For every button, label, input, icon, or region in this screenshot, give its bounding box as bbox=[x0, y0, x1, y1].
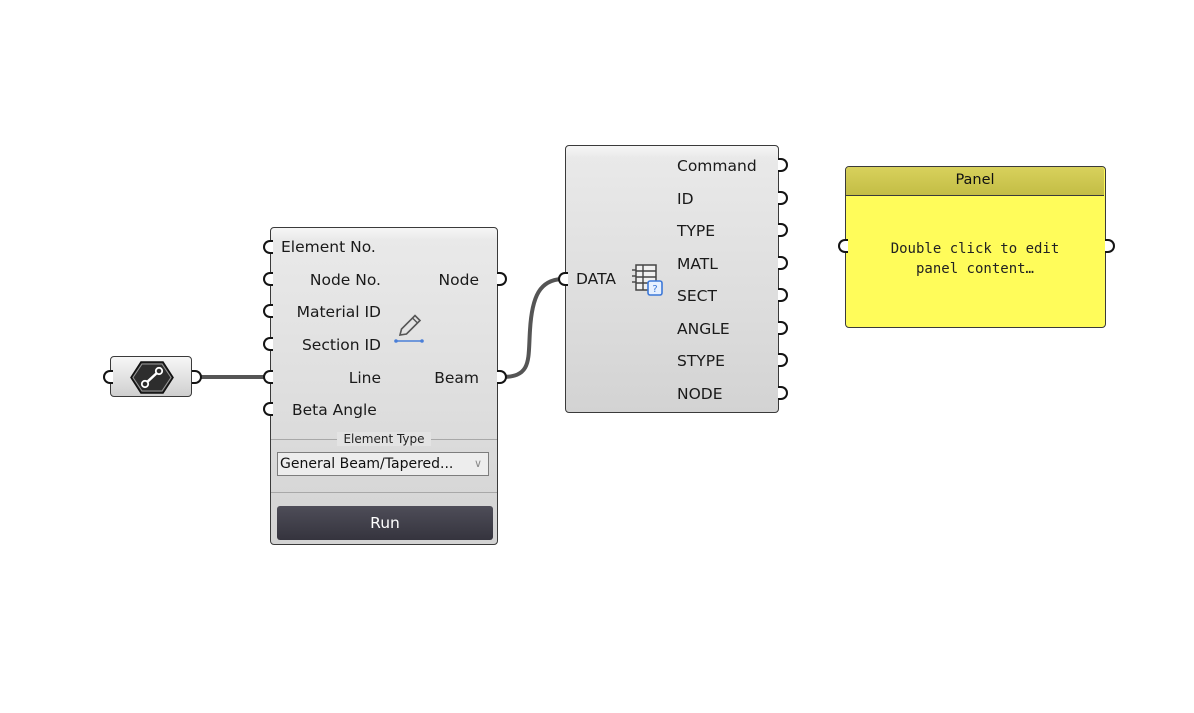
port-section-id[interactable] bbox=[263, 337, 273, 351]
output-label-matl: MATL bbox=[677, 255, 718, 273]
data-component[interactable]: DATA ? Command ID TYPE MATL SECT ANGLE S… bbox=[565, 145, 779, 413]
output-label-command: Command bbox=[677, 157, 757, 175]
pencil-icon bbox=[394, 314, 424, 343]
element-type-dropdown[interactable]: General Beam/Tapered... ∨ bbox=[277, 452, 489, 476]
data-table-icon: ? bbox=[632, 264, 663, 296]
line-param-output-port[interactable] bbox=[192, 370, 202, 384]
output-label-id: ID bbox=[677, 190, 694, 208]
port-data-in[interactable] bbox=[558, 272, 568, 286]
port-command-out[interactable] bbox=[778, 158, 788, 172]
output-label-node: NODE bbox=[677, 385, 723, 403]
output-label-sect: SECT bbox=[677, 287, 717, 305]
output-label-node: Node bbox=[438, 271, 479, 289]
element-component[interactable]: Element No. Node No. Material ID Section… bbox=[270, 227, 498, 545]
port-beam-out[interactable] bbox=[497, 370, 507, 384]
port-node-out[interactable] bbox=[497, 272, 507, 286]
input-label-section-id: Section ID bbox=[301, 336, 381, 354]
port-line[interactable] bbox=[263, 370, 273, 384]
chevron-down-icon: ∨ bbox=[473, 457, 482, 470]
line-param-input-port[interactable] bbox=[103, 370, 113, 384]
port-material-id[interactable] bbox=[263, 304, 273, 318]
input-label-material-id: Material ID bbox=[296, 303, 381, 321]
run-divider-line bbox=[271, 492, 497, 493]
port-sect-out[interactable] bbox=[778, 288, 788, 302]
port-stype-out[interactable] bbox=[778, 353, 788, 367]
port-id-out[interactable] bbox=[778, 191, 788, 205]
dropdown-value: General Beam/Tapered... bbox=[280, 456, 454, 472]
panel-content-line-2: panel content… bbox=[915, 261, 1034, 277]
port-node-data-out[interactable] bbox=[778, 386, 788, 400]
output-label-type: TYPE bbox=[677, 222, 716, 240]
port-matl-out[interactable] bbox=[778, 256, 788, 270]
run-button[interactable]: Run bbox=[277, 506, 493, 540]
port-panel-in[interactable] bbox=[838, 239, 848, 253]
panel-content[interactable]: Double click to edit panel content… bbox=[846, 239, 1104, 279]
port-type-out[interactable] bbox=[778, 223, 788, 237]
input-label-element-no: Element No. bbox=[281, 238, 376, 256]
output-label-stype: STYPE bbox=[677, 352, 725, 370]
panel-component[interactable]: Panel Double click to edit panel content… bbox=[845, 166, 1106, 328]
element-type-group-title: Element Type bbox=[271, 432, 497, 446]
port-panel-out[interactable] bbox=[1105, 239, 1115, 253]
port-angle-out[interactable] bbox=[778, 321, 788, 335]
input-label-line: Line bbox=[348, 369, 381, 387]
svg-text:?: ? bbox=[652, 284, 657, 295]
line-param-hex-icon bbox=[130, 361, 174, 394]
output-label-angle: ANGLE bbox=[677, 320, 730, 338]
port-element-no[interactable] bbox=[263, 240, 273, 254]
port-beta-angle[interactable] bbox=[263, 402, 273, 416]
wire-beam-to-data bbox=[501, 277, 563, 379]
input-label-data: DATA bbox=[576, 270, 616, 288]
input-label-node-no: Node No. bbox=[309, 271, 381, 289]
input-label-beta-angle: Beta Angle bbox=[292, 401, 377, 419]
port-node-no[interactable] bbox=[263, 272, 273, 286]
panel-content-line-1: Double click to edit bbox=[890, 241, 1060, 257]
line-param-component[interactable] bbox=[110, 356, 192, 397]
panel-title: Panel bbox=[846, 167, 1104, 196]
output-label-beam: Beam bbox=[434, 369, 479, 387]
